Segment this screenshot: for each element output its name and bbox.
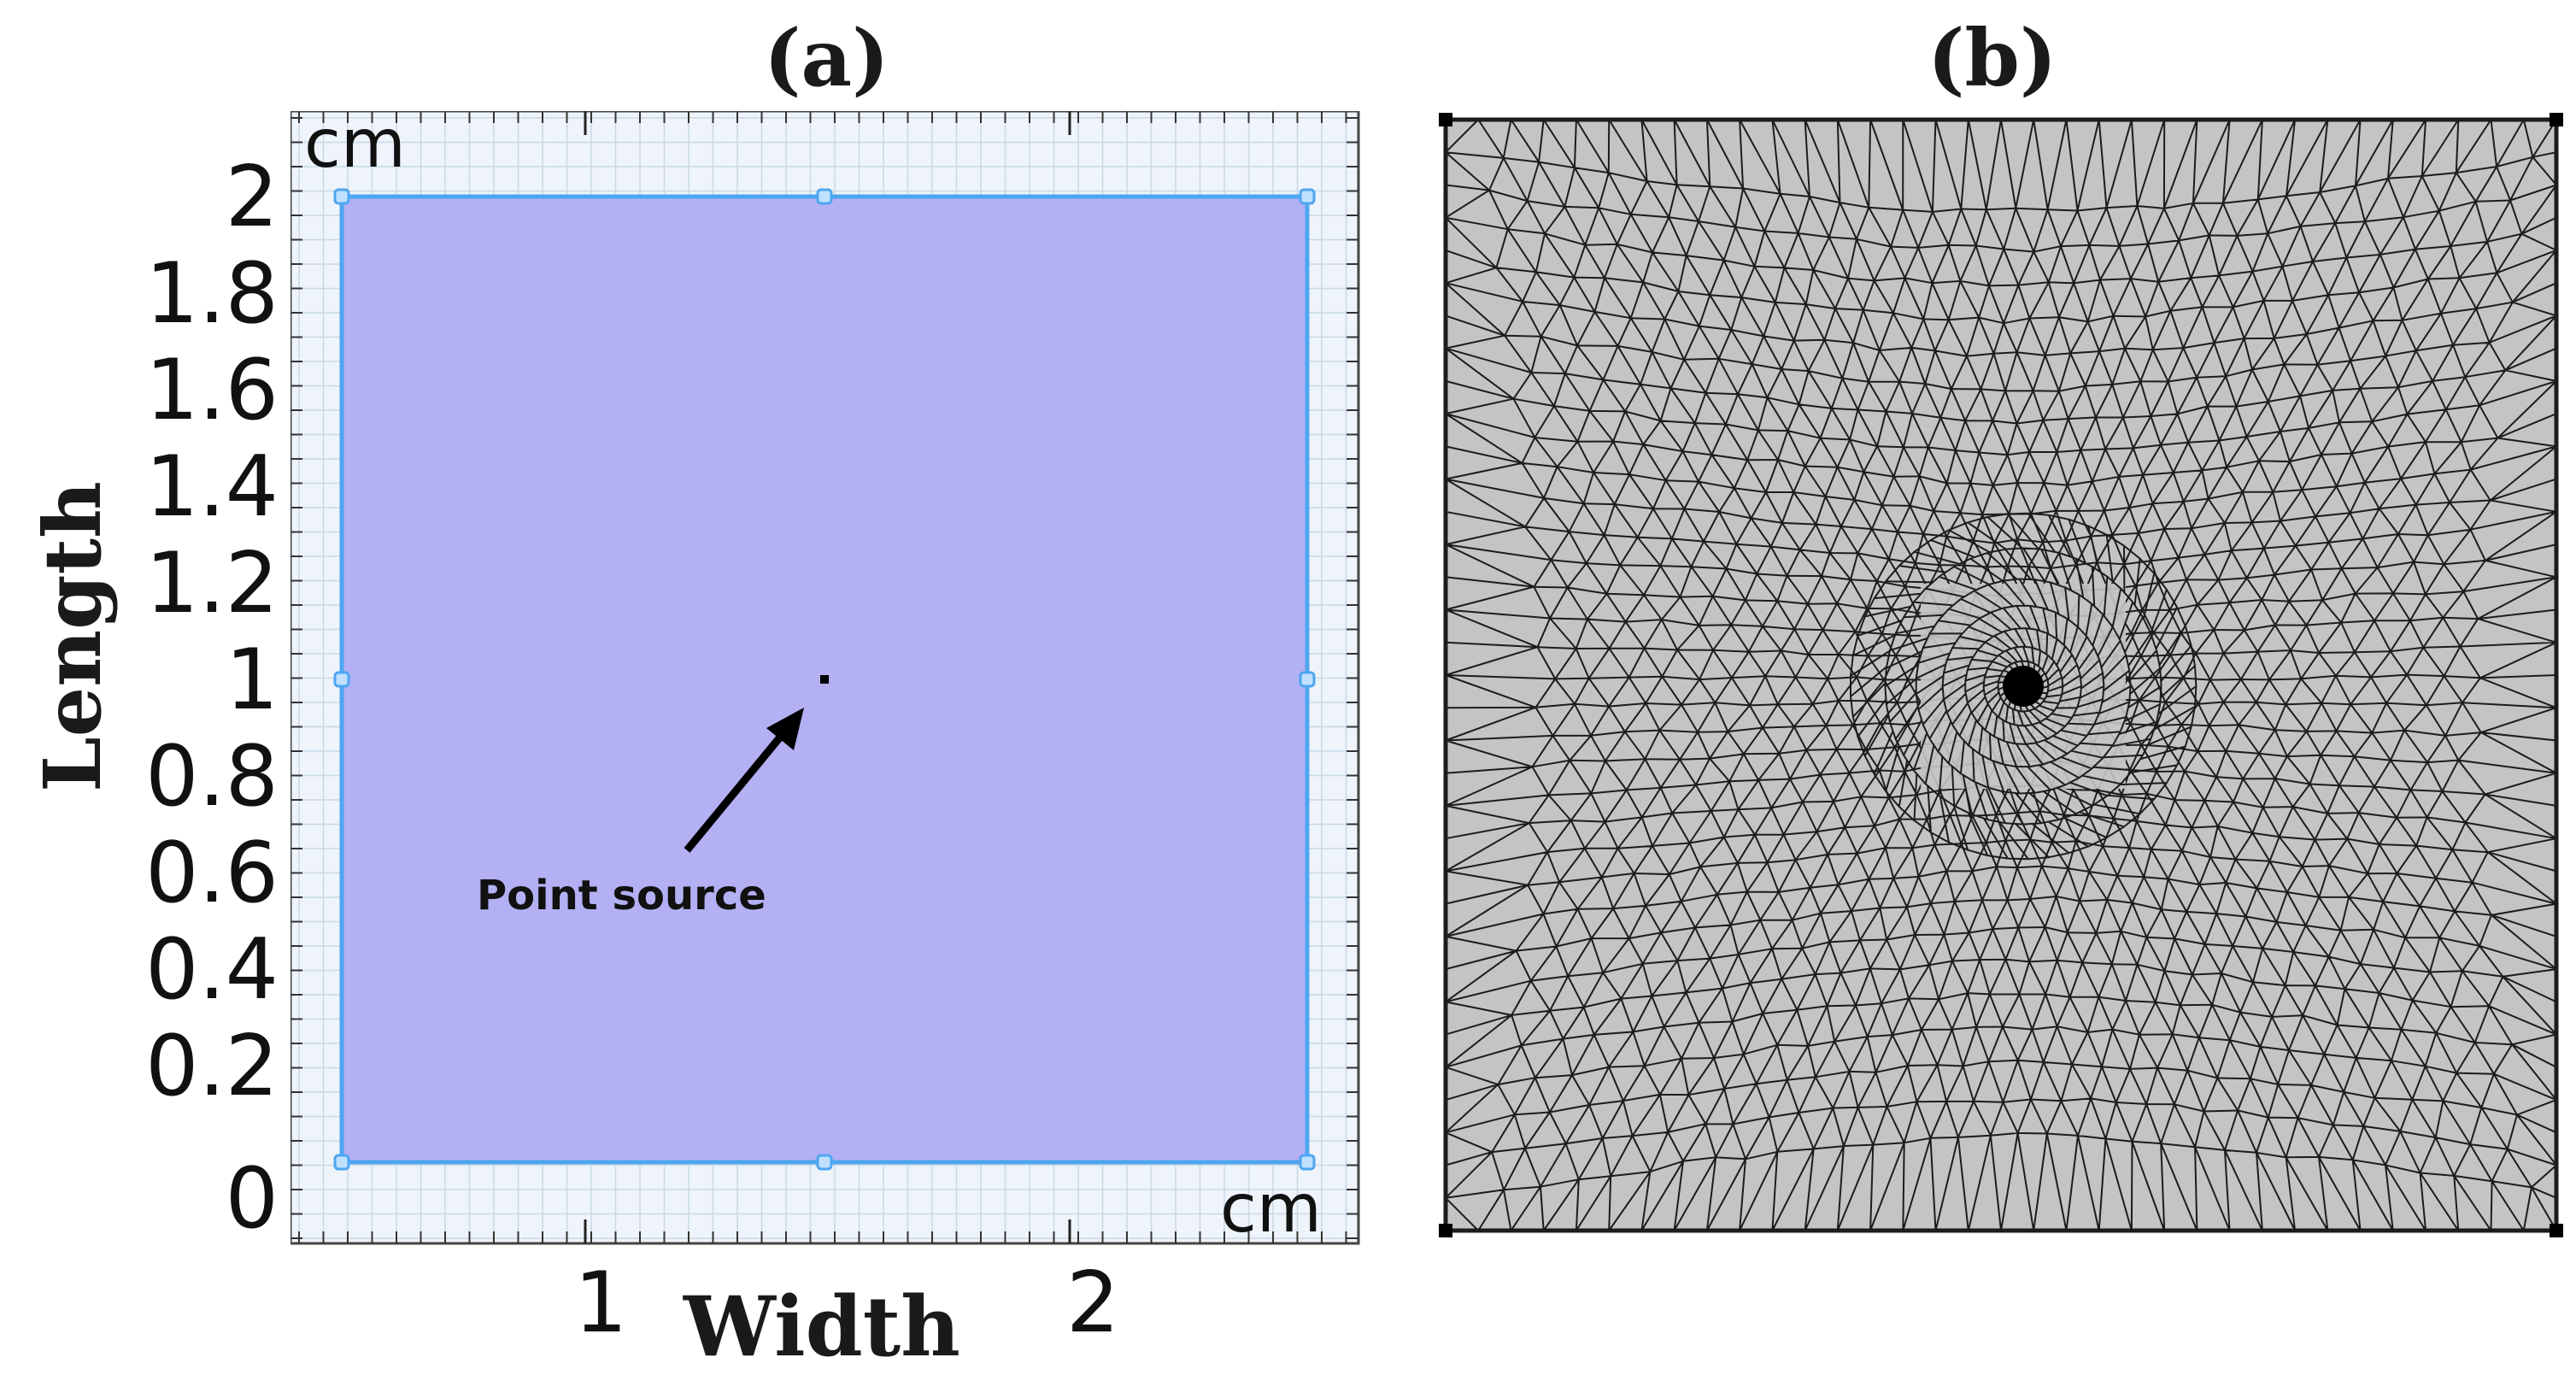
vertex-markers <box>333 188 1316 1171</box>
y-tick-1-2: 1.2 <box>145 535 279 632</box>
mesh-corner-marker <box>2550 1224 2563 1237</box>
y-tick-labels: 2 1.8 1.6 1.4 1.2 1 0.8 0.6 0.4 0.2 0 <box>51 0 279 1374</box>
y-tick-0: 0 <box>225 1150 279 1248</box>
y-tick-0-8: 0.8 <box>145 728 279 826</box>
unit-label-top: cm <box>304 106 406 183</box>
point-source-marker <box>820 675 829 684</box>
y-tick-1: 1 <box>225 632 279 729</box>
y-tick-2: 2 <box>225 149 279 246</box>
mesh-corner-marker <box>1439 113 1452 126</box>
geometry-plot <box>290 111 1360 1245</box>
panel-b-label: (b) <box>1928 12 2057 104</box>
mesh-plot <box>1439 113 2563 1237</box>
y-tick-1-4: 1.4 <box>145 438 279 536</box>
frame-ticks <box>290 111 1358 1243</box>
panel-a-label: (a) <box>764 12 889 104</box>
point-source-label: Point source <box>477 872 766 920</box>
unit-label-bottom: cm <box>1220 1171 1322 1248</box>
mesh-edges <box>1445 119 2557 1231</box>
arrow-line <box>684 722 794 853</box>
y-axis-title: Length <box>26 481 119 792</box>
y-tick-1-6: 1.6 <box>145 342 279 439</box>
y-tick-0-6: 0.6 <box>145 825 279 922</box>
x-tick-1: 1 <box>574 1255 628 1352</box>
y-tick-0-4: 0.4 <box>145 921 279 1019</box>
y-tick-1-8: 1.8 <box>145 245 279 343</box>
mesh-source-node <box>2003 666 2044 707</box>
x-axis-title: Width <box>684 1278 960 1375</box>
x-tick-2: 2 <box>1066 1255 1120 1352</box>
arrow-head <box>766 708 804 750</box>
y-tick-0-2: 0.2 <box>145 1018 279 1115</box>
mesh-corner-marker <box>1439 1224 1452 1237</box>
mesh-corner-marker <box>2550 113 2563 126</box>
